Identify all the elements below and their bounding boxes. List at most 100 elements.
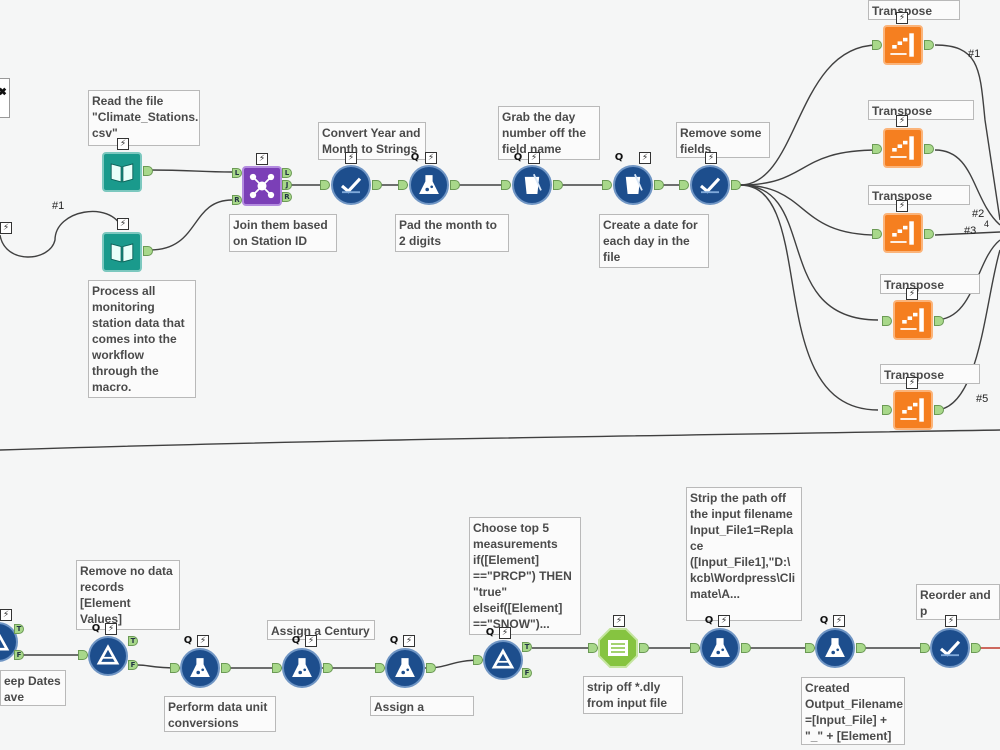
multi-field-formula-tool-create-date[interactable] xyxy=(613,165,653,205)
transpose-tool-values[interactable] xyxy=(883,128,923,168)
note-assign-decade[interactable]: Assign a Decade xyxy=(370,696,474,716)
note-process-all[interactable]: Process all monitoring station data that… xyxy=(88,280,196,398)
note-join[interactable]: Join them based on Station ID xyxy=(229,214,337,252)
note-keep-dates[interactable]: eep Dates ave values xyxy=(0,670,66,706)
note-create-date[interactable]: Create a date for each day in the file xyxy=(599,214,709,268)
note-transpose-qflag[interactable]: Transpose Qflag xyxy=(880,274,980,294)
input-anchor[interactable] xyxy=(375,663,385,673)
output-anchor[interactable] xyxy=(372,180,382,190)
input-anchor[interactable] xyxy=(272,663,282,673)
formula-tool-century[interactable] xyxy=(282,648,322,688)
note-read-file[interactable]: Read the file "Climate_Stations. csv" xyxy=(88,90,200,146)
input-anchor[interactable] xyxy=(882,405,892,415)
true-anchor[interactable]: T xyxy=(522,642,532,652)
output-anchor[interactable] xyxy=(143,246,153,256)
output-anchor[interactable] xyxy=(924,229,934,239)
input-data-tool-climate-stations[interactable] xyxy=(102,152,142,192)
input-anchor[interactable] xyxy=(872,229,882,239)
filter-tool-top-measurements[interactable] xyxy=(483,640,523,680)
lightning-badge: ⚡ xyxy=(705,152,717,164)
input-anchor[interactable] xyxy=(690,643,700,653)
output-anchor[interactable] xyxy=(639,643,649,653)
multi-field-formula-tool-grab-day[interactable] xyxy=(512,165,552,205)
formula-tool-strip-path[interactable] xyxy=(700,628,740,668)
transpose-tool-qflag[interactable] xyxy=(893,300,933,340)
macro-output-tool[interactable] xyxy=(0,78,10,118)
input-data-tool-macro[interactable] xyxy=(102,232,142,272)
note-transpose-date[interactable]: Transpose Date xyxy=(868,0,960,20)
input-anchor[interactable] xyxy=(588,643,598,653)
input-anchor[interactable] xyxy=(473,655,483,665)
input-anchor[interactable] xyxy=(398,180,408,190)
select-tool-reorder[interactable] xyxy=(930,628,970,668)
output-anchor[interactable] xyxy=(143,166,153,176)
note-pad-month[interactable]: Pad the month to 2 digits xyxy=(395,214,509,252)
note-created-output[interactable]: Created Output_Filename =[Input_File] + … xyxy=(801,677,905,745)
false-anchor[interactable]: F xyxy=(128,660,138,670)
join-output-anchor-left[interactable]: L xyxy=(282,168,292,178)
note-transpose-values[interactable]: Transpose Values xyxy=(868,100,974,120)
join-input-anchor-left[interactable]: L xyxy=(232,168,242,178)
input-anchor[interactable] xyxy=(78,650,88,660)
join-output-anchor-join[interactable]: J xyxy=(282,180,292,190)
note-grab-day[interactable]: Grab the day number off the field name xyxy=(498,106,600,160)
macro-input-tool[interactable] xyxy=(0,165,20,213)
transpose-tool-mflag[interactable] xyxy=(883,213,923,253)
join-input-anchor-right[interactable]: R xyxy=(232,195,242,205)
output-anchor[interactable] xyxy=(654,180,664,190)
join-output-anchor-right[interactable]: R xyxy=(282,192,292,202)
select-tool-remove-fields[interactable] xyxy=(690,165,730,205)
filter-tool-no-data[interactable] xyxy=(88,636,128,676)
input-anchor[interactable] xyxy=(872,40,882,50)
note-remove-nodata[interactable]: Remove no data records [Element Values] … xyxy=(76,560,180,630)
input-anchor[interactable] xyxy=(872,144,882,154)
output-anchor[interactable] xyxy=(924,40,934,50)
output-anchor[interactable] xyxy=(323,663,333,673)
note-data-unit[interactable]: Perform data unit conversions xyxy=(164,696,276,732)
output-anchor[interactable] xyxy=(426,663,436,673)
note-transpose-mflag[interactable]: Transpose Mflag xyxy=(868,185,970,205)
output-anchor[interactable] xyxy=(741,643,751,653)
output-anchor[interactable] xyxy=(450,180,460,190)
note-choose-top[interactable]: Choose top 5 measurements if([Element] =… xyxy=(469,517,581,635)
note-assign-century[interactable]: Assign a Century xyxy=(267,620,375,640)
output-anchor[interactable] xyxy=(553,180,563,190)
output-anchor[interactable] xyxy=(934,316,944,326)
note-convert-strings[interactable]: Convert Year and Month to Strings xyxy=(318,122,426,160)
input-anchor[interactable] xyxy=(501,180,511,190)
false-anchor[interactable]: F xyxy=(522,668,532,678)
output-anchor[interactable] xyxy=(934,405,944,415)
formula-tool-data-units[interactable] xyxy=(180,648,220,688)
formula-tool-output-filename[interactable] xyxy=(815,628,855,668)
note-transpose-sflag[interactable]: Transpose Sflag xyxy=(880,364,980,384)
input-anchor[interactable] xyxy=(920,643,930,653)
input-anchor[interactable] xyxy=(170,663,180,673)
output-anchor[interactable] xyxy=(924,144,934,154)
text-to-columns-tool[interactable] xyxy=(598,628,638,668)
input-anchor[interactable] xyxy=(679,180,689,190)
input-anchor[interactable] xyxy=(602,180,612,190)
output-anchor[interactable] xyxy=(221,663,231,673)
formula-tool-decade[interactable] xyxy=(385,648,425,688)
note-strip-dly[interactable]: strip off *.dly from input file xyxy=(583,676,683,714)
true-anchor[interactable]: T xyxy=(14,624,24,634)
formula-tool-pad-month[interactable] xyxy=(409,165,449,205)
note-remove-fields[interactable]: Remove some fields xyxy=(676,122,770,158)
join-tool[interactable] xyxy=(242,166,282,206)
input-anchor[interactable] xyxy=(882,316,892,326)
output-anchor[interactable] xyxy=(856,643,866,653)
select-tool-convert[interactable] xyxy=(331,165,371,205)
input-anchor[interactable] xyxy=(805,643,815,653)
transpose-tool-date[interactable] xyxy=(883,25,923,65)
transpose-tool-sflag[interactable] xyxy=(893,390,933,430)
beaker-icon xyxy=(625,173,643,194)
false-anchor[interactable]: F xyxy=(14,650,24,660)
note-reorder[interactable]: Reorder and p final output xyxy=(916,584,1000,620)
wrench-icon xyxy=(0,87,7,96)
true-anchor[interactable]: T xyxy=(128,636,138,646)
output-anchor[interactable] xyxy=(731,180,741,190)
output-anchor[interactable] xyxy=(971,643,981,653)
input-anchor[interactable] xyxy=(320,180,330,190)
note-strip-path[interactable]: Strip the path off the input filename In… xyxy=(686,487,802,621)
